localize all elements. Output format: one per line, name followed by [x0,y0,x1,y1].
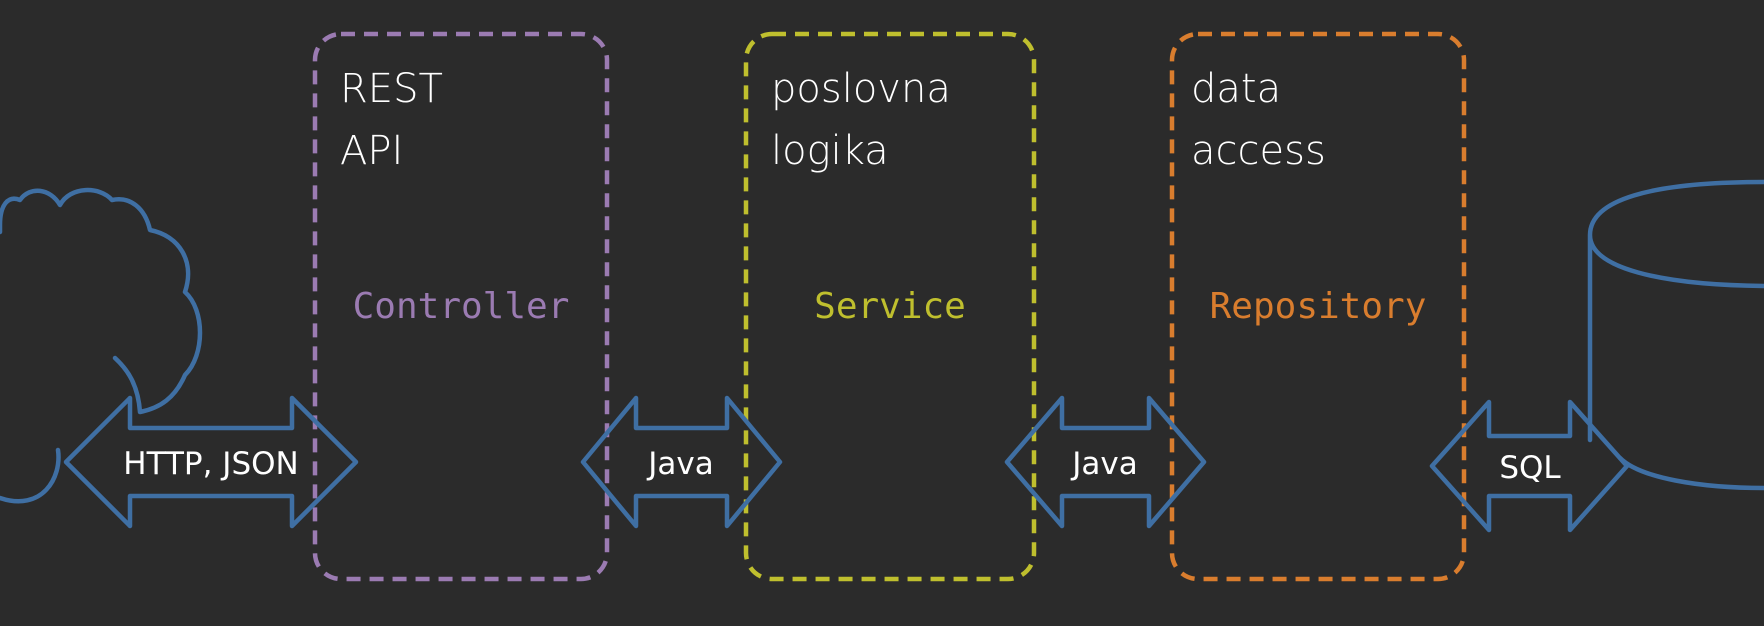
service-class-name: Service [814,286,966,327]
layer-controller: REST API Controller [312,31,610,582]
repository-box [1169,31,1467,582]
double-arrow-icon [1004,395,1207,529]
service-title-line-2: logika [771,128,889,174]
arrow-label-java-2: Java [1070,446,1137,482]
database-icon [1587,179,1764,491]
arrow-controller-service: Java [580,395,783,529]
double-arrow-icon [580,395,783,529]
double-arrow-icon [63,395,359,529]
service-title-line-1: poslovna [771,66,951,112]
layer-repository: data access Repository [1169,31,1467,582]
arrow-label-sql: SQL [1499,450,1561,486]
controller-class-name: Controller [353,286,570,327]
repository-title-line-1: data [1191,66,1281,112]
controller-box [312,31,610,582]
controller-title-line-2: API [340,128,403,174]
layer-service: poslovna logika Service [743,31,1037,582]
repository-title-line-2: access [1191,128,1326,174]
repository-class-name: Repository [1210,286,1427,327]
arrow-label-http-json: HTTP, JSON [123,446,298,482]
controller-title-line-1: REST [340,66,443,112]
arrow-repository-database: SQL [1429,399,1630,533]
arrow-service-repository: Java [1004,395,1207,529]
arrow-label-java-1: Java [646,446,713,482]
double-arrow-icon [1429,399,1630,533]
arrow-client-controller: HTTP, JSON [63,395,359,529]
service-box [743,31,1037,582]
cloud-icon [0,187,203,504]
